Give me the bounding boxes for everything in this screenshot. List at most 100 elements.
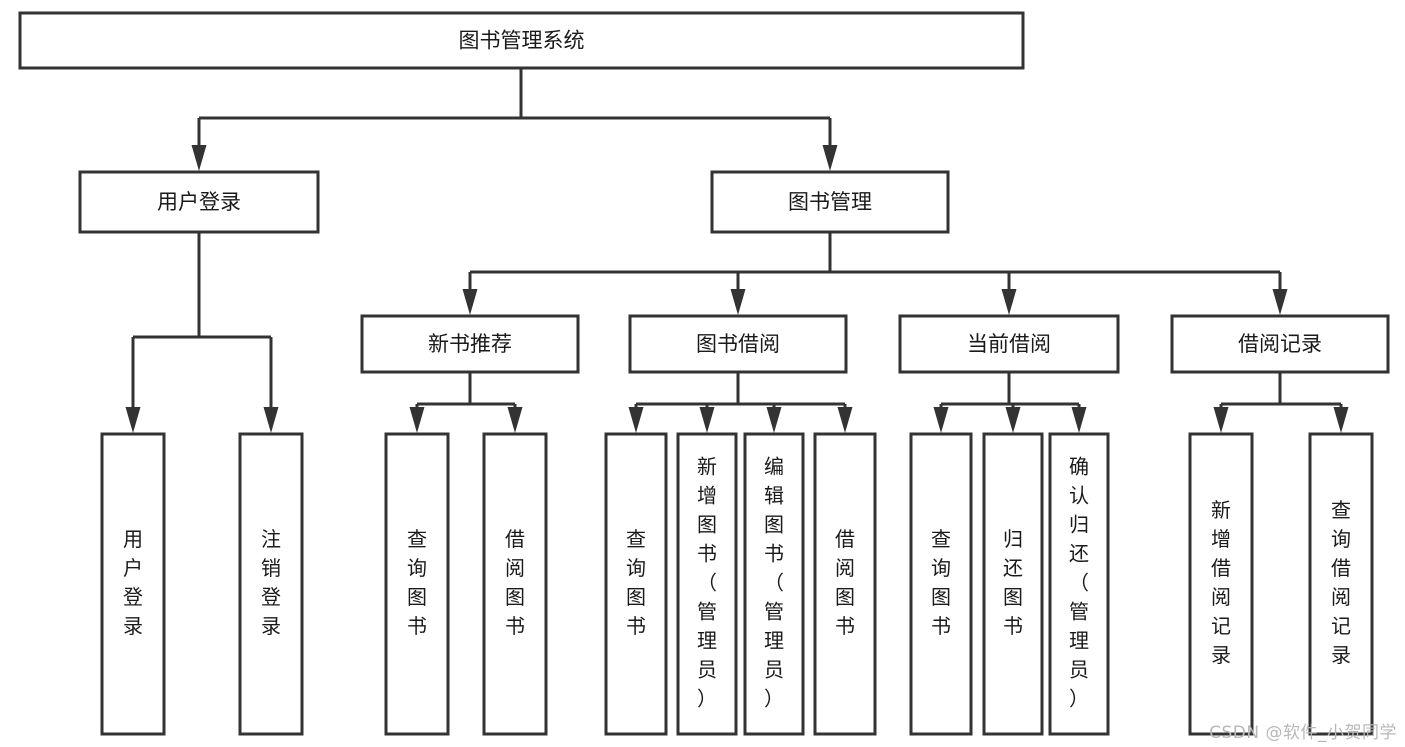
node-label-char: 管 (764, 600, 784, 624)
node-label-char: 录 (261, 614, 281, 638)
node-label-char: 书 (835, 614, 855, 638)
node-label: 当前借阅 (967, 332, 1051, 356)
node-label-char: 归 (1069, 513, 1089, 537)
node-box[interactable] (1188, 432, 1254, 736)
node-label-char: 辑 (764, 484, 784, 508)
node-label-char: 书 (407, 614, 427, 638)
node-label-char: 注 (261, 527, 281, 551)
node-label-char: 理 (1069, 629, 1089, 653)
node-label-char: 理 (697, 629, 717, 653)
arrow-head-icon (766, 407, 782, 433)
node-label-char: 增 (1211, 527, 1231, 551)
edges-layer (125, 68, 1349, 433)
node-box[interactable] (676, 432, 738, 736)
node-book-borrow[interactable]: 图书借阅 (628, 314, 848, 374)
node-user-login[interactable]: 用户登录 (78, 170, 320, 234)
node-box[interactable] (78, 170, 320, 234)
node-box[interactable] (18, 11, 1025, 70)
node-label-char: 新 (697, 455, 717, 479)
node-label-char: 书 (764, 542, 784, 566)
arrow-head-icon (125, 407, 141, 433)
node-box[interactable] (1308, 432, 1374, 736)
node-label-char: ） (764, 687, 784, 711)
node-label-char: 录 (123, 614, 143, 638)
node-book-manage[interactable]: 图书管理 (710, 170, 950, 234)
node-box[interactable] (1048, 432, 1110, 736)
node-label-char: 还 (1003, 556, 1023, 580)
node-label-char: （ (697, 571, 717, 595)
node-box[interactable] (982, 432, 1044, 736)
node-label-char: 管 (697, 600, 717, 624)
node-box[interactable] (710, 170, 950, 234)
node-label-char: ） (1069, 687, 1089, 711)
node-label-char: 查 (1331, 498, 1351, 522)
node-label-char: 录 (1331, 643, 1351, 667)
node-box[interactable] (360, 314, 580, 374)
node-label-char: 书 (697, 542, 717, 566)
arrow-head-icon (1005, 407, 1021, 433)
node-root[interactable]: 图书管理系统 (18, 11, 1025, 70)
node-box[interactable] (898, 314, 1120, 374)
node-leaf-user-login[interactable]: 用户登录 (100, 432, 166, 736)
node-label-char: 图 (835, 585, 855, 609)
node-label-char: 员 (764, 658, 784, 682)
node-borrow-record[interactable]: 借阅记录 (1170, 314, 1390, 374)
node-current-borrow[interactable]: 当前借阅 (898, 314, 1120, 374)
node-label-char: 询 (626, 556, 646, 580)
node-label: 图书管理系统 (459, 29, 585, 53)
node-label: 图书借阅 (696, 332, 780, 356)
node-label-char: 登 (261, 585, 281, 609)
node-label-char: 阅 (835, 556, 855, 580)
node-box[interactable] (384, 432, 450, 736)
node-label-char: 员 (697, 658, 717, 682)
node-box[interactable] (909, 432, 973, 736)
arrow-head-icon (263, 407, 279, 433)
connector-group (1213, 372, 1349, 433)
node-box[interactable] (604, 432, 668, 736)
arrow-head-icon (837, 407, 853, 433)
node-label-char: 图 (407, 585, 427, 609)
node-label-char: 图 (505, 585, 525, 609)
node-label-char: 询 (931, 556, 951, 580)
node-label-char: 理 (764, 629, 784, 653)
arrow-head-icon (1071, 407, 1087, 433)
node-label-char: 书 (931, 614, 951, 638)
node-box[interactable] (628, 314, 848, 374)
node-label-char: 借 (505, 527, 525, 551)
arrow-head-icon (1213, 407, 1229, 433)
node-label-char: 借 (835, 527, 855, 551)
node-new-book-rec[interactable]: 新书推荐 (360, 314, 580, 374)
arrow-head-icon (1272, 289, 1288, 315)
node-box[interactable] (100, 432, 166, 736)
node-box[interactable] (482, 432, 548, 736)
node-box[interactable] (743, 432, 805, 736)
node-box[interactable] (1170, 314, 1390, 374)
nodes-layer: 图书管理系统用户登录图书管理新书推荐图书借阅当前借阅借阅记录用户登录注销登录查询… (18, 11, 1390, 736)
arrow-head-icon (191, 145, 207, 171)
node-label-char: 图 (1003, 585, 1023, 609)
node-label-char: 编 (764, 455, 784, 479)
node-box[interactable] (238, 432, 304, 736)
node-label-char: 阅 (1211, 585, 1231, 609)
node-label-char: ） (697, 687, 717, 711)
node-label-char: 查 (407, 527, 427, 551)
node-box[interactable] (813, 432, 877, 736)
node-label-char: 询 (1331, 527, 1351, 551)
csdn-watermark: CSDN @软件_小贺同学 (1209, 723, 1397, 743)
node-label: 图书管理 (788, 190, 872, 214)
node-label-char: 录 (1211, 643, 1231, 667)
